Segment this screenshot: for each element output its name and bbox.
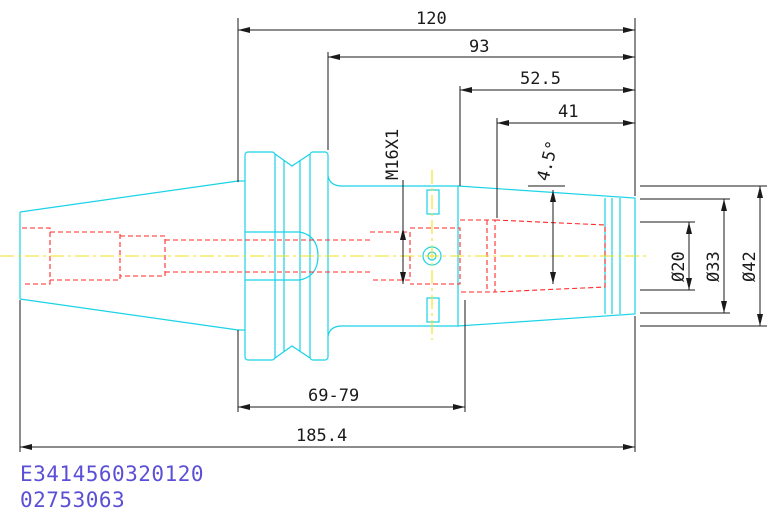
centerlines bbox=[0, 170, 650, 340]
thread-label: M16X1 bbox=[383, 129, 403, 180]
dimensions bbox=[19, 18, 767, 452]
part-code-line-1: E3414560320120 bbox=[20, 462, 205, 486]
dim-69-79: 69-79 bbox=[308, 386, 359, 406]
dim-120: 120 bbox=[416, 9, 447, 29]
dim-185-4: 185.4 bbox=[296, 426, 347, 446]
dia-33-label: Ø33 bbox=[704, 251, 724, 282]
dim-41: 41 bbox=[558, 102, 578, 122]
dia-20-label: Ø20 bbox=[669, 251, 689, 282]
part-code-line-2: 02753063 bbox=[20, 488, 126, 512]
dia-42-label: Ø42 bbox=[740, 251, 760, 282]
slot-top bbox=[426, 189, 440, 215]
dim-93: 93 bbox=[469, 37, 489, 57]
v-groove bbox=[274, 153, 311, 359]
dim-52-5: 52.5 bbox=[520, 69, 561, 89]
angle-label: 4.5° bbox=[534, 139, 564, 184]
slot-bottom bbox=[426, 297, 440, 323]
